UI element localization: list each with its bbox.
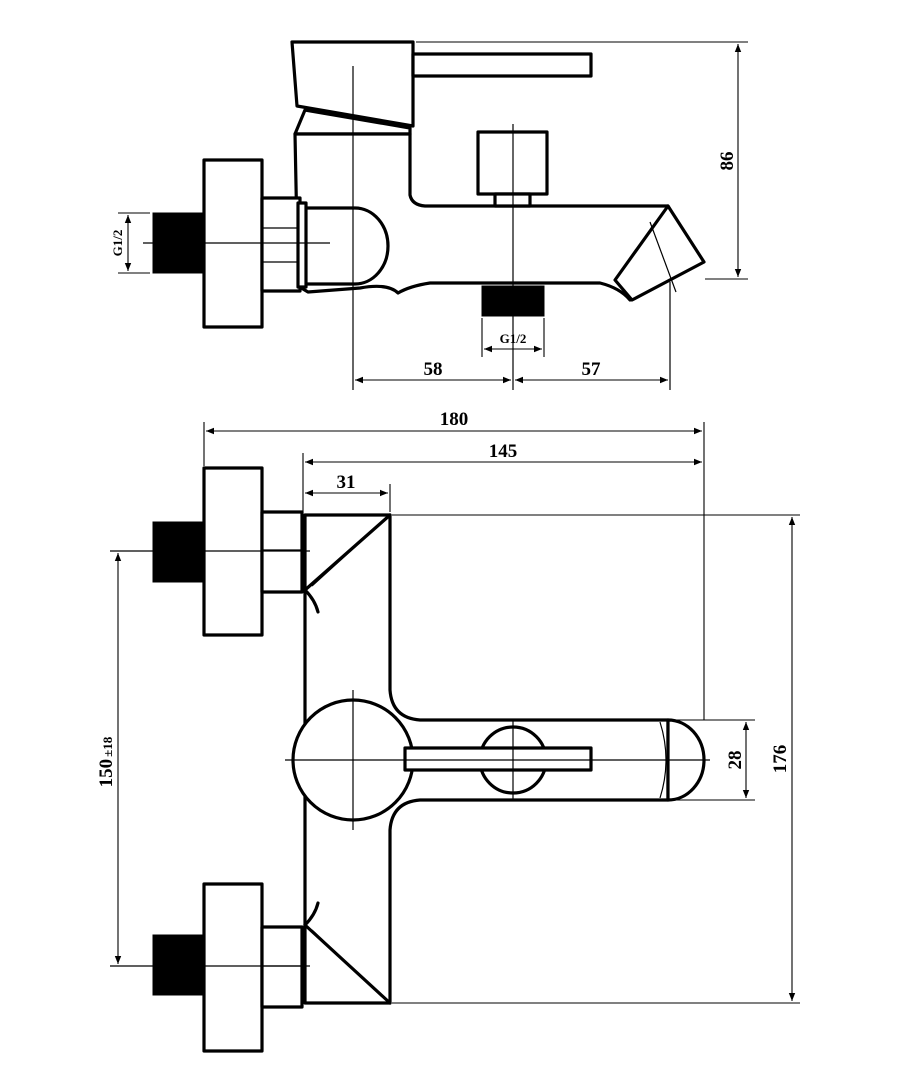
side-view: 86 58 57 G1/2 G1/2 bbox=[110, 40, 748, 390]
mixer-body bbox=[293, 132, 702, 302]
upper-wedge bbox=[303, 513, 392, 614]
dim-145: 145 bbox=[489, 441, 518, 462]
dim-31: 31 bbox=[337, 472, 356, 493]
dim-outlet-thread: G1/2 bbox=[500, 331, 527, 346]
dim-57: 57 bbox=[582, 359, 602, 380]
front-lever bbox=[403, 746, 593, 772]
nozzle-seam bbox=[649, 221, 677, 293]
bottom-inlet-thread bbox=[152, 934, 205, 996]
dim-150: 150±18 bbox=[96, 736, 117, 787]
eccentric-nut bbox=[260, 196, 302, 293]
front-view: 180 145 31 176 28 150±18 bbox=[96, 409, 800, 1053]
bottom-flange bbox=[202, 882, 264, 1053]
top-nut bbox=[260, 510, 304, 594]
dim-inlet-thread: G1/2 bbox=[110, 230, 125, 257]
dim-180: 180 bbox=[440, 409, 469, 430]
dim-28: 28 bbox=[725, 751, 746, 770]
lower-wedge bbox=[303, 901, 392, 1005]
lever-handle bbox=[411, 52, 593, 78]
dim-176: 176 bbox=[770, 745, 791, 774]
dim-86: 86 bbox=[717, 152, 738, 171]
dim-58: 58 bbox=[424, 359, 443, 380]
top-inlet-thread bbox=[152, 521, 205, 583]
valve-outline bbox=[303, 206, 390, 286]
bottom-nut bbox=[260, 925, 304, 1009]
nut-neck bbox=[296, 201, 308, 289]
spout-nozzle bbox=[613, 204, 706, 302]
